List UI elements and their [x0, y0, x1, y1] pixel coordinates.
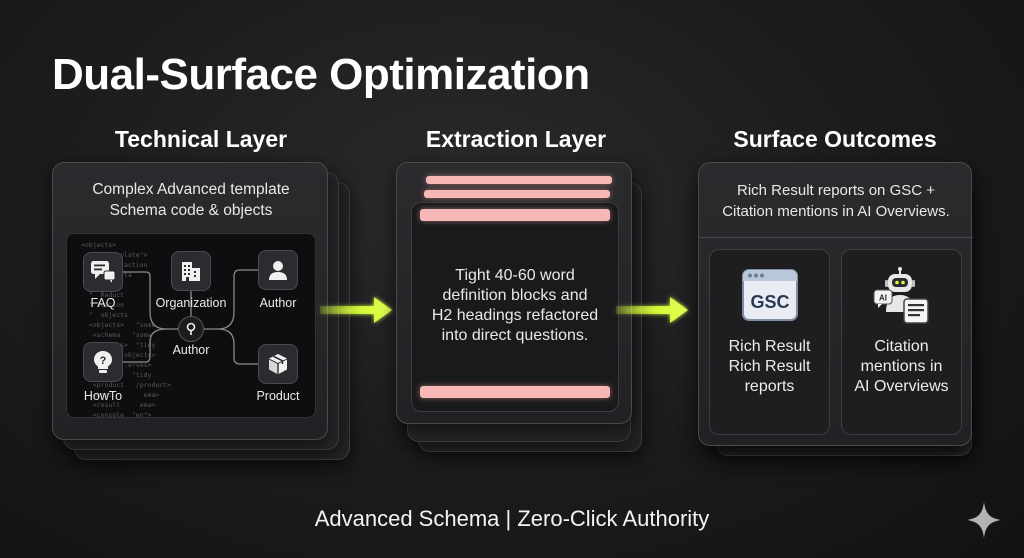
connector-author-hub	[204, 269, 258, 330]
author-hub	[178, 316, 204, 342]
citation-line3: AI Overviews	[854, 378, 949, 395]
outcomes-description-line1: Rich Result reports on GSC +	[737, 182, 935, 199]
citation-line2: mentions in	[860, 358, 943, 375]
highlight-bar-3	[420, 209, 610, 221]
product-label: Product	[256, 389, 300, 403]
technical-description-line2: Schema code & objects	[109, 202, 273, 219]
extraction-text-line2: definition blocks and	[442, 287, 588, 304]
extraction-text-line1: Tight 40-60 word	[455, 267, 575, 284]
rich-result-line1: Rich Result	[728, 338, 811, 355]
rich-result-text: Rich Result Rich Result reports	[709, 337, 830, 397]
product-box-icon	[269, 354, 287, 374]
hub-pin-icon	[186, 322, 196, 335]
page-title: Dual-Surface Optimization	[52, 50, 590, 99]
highlight-bar-1	[426, 176, 612, 184]
connector-howto-hub	[122, 328, 167, 363]
surface-outcomes-heading: Surface Outcomes	[733, 126, 937, 152]
extraction-text: Tight 40-60 word definition blocks and H…	[411, 266, 619, 346]
connector-faq-hub	[122, 271, 178, 330]
organization-node	[171, 251, 211, 291]
outcomes-description-line2: Citation mentions in AI Overviews.	[722, 203, 950, 220]
citation-line1: Citation	[874, 338, 929, 355]
extraction-front-card	[411, 202, 619, 412]
outcomes-divider	[699, 237, 973, 238]
product-node	[258, 344, 298, 384]
sparkle-icon	[967, 502, 1001, 538]
highlight-bar-2	[424, 190, 610, 198]
author-label: Author	[259, 296, 297, 310]
rich-result-line2: Rich Result	[728, 358, 811, 375]
ai-robot-icon: AI	[873, 267, 929, 324]
extraction-text-line3: H2 headings refactored	[431, 307, 599, 324]
faq-chat-icon	[91, 261, 116, 283]
extraction-layer-heading: Extraction Layer	[425, 126, 607, 152]
faq-label: FAQ	[90, 296, 116, 310]
arrow-extraction-to-outcomes	[616, 297, 688, 323]
organization-building-icon	[182, 262, 200, 281]
author-node	[258, 250, 298, 290]
footer-tagline: Advanced Schema | Zero-Click Authority	[314, 506, 710, 531]
author-hub-label: Author	[172, 343, 210, 357]
gsc-browser-icon: GSC	[742, 269, 798, 321]
technical-description-line1: Complex Advanced template	[92, 181, 290, 198]
ai-icon-text: AI	[879, 294, 887, 303]
citation-text: Citation mentions in AI Overviews	[841, 337, 962, 397]
gsc-icon-text: GSC	[750, 292, 789, 312]
highlight-bar-4	[420, 386, 610, 398]
svg-text:?: ?	[100, 355, 107, 367]
howto-node: ?	[83, 342, 123, 382]
arrow-technical-to-extraction	[320, 297, 392, 323]
technical-layer-heading: Technical Layer	[114, 126, 288, 152]
connector-product-hub	[217, 328, 258, 365]
organization-label: Organization	[155, 296, 227, 310]
extraction-text-line4: into direct questions.	[441, 327, 589, 344]
author-person-icon	[269, 261, 287, 280]
rich-result-line3: reports	[744, 378, 795, 395]
howto-question-icon: ?	[94, 351, 112, 373]
faq-node	[83, 252, 123, 292]
howto-label: HowTo	[83, 389, 123, 403]
